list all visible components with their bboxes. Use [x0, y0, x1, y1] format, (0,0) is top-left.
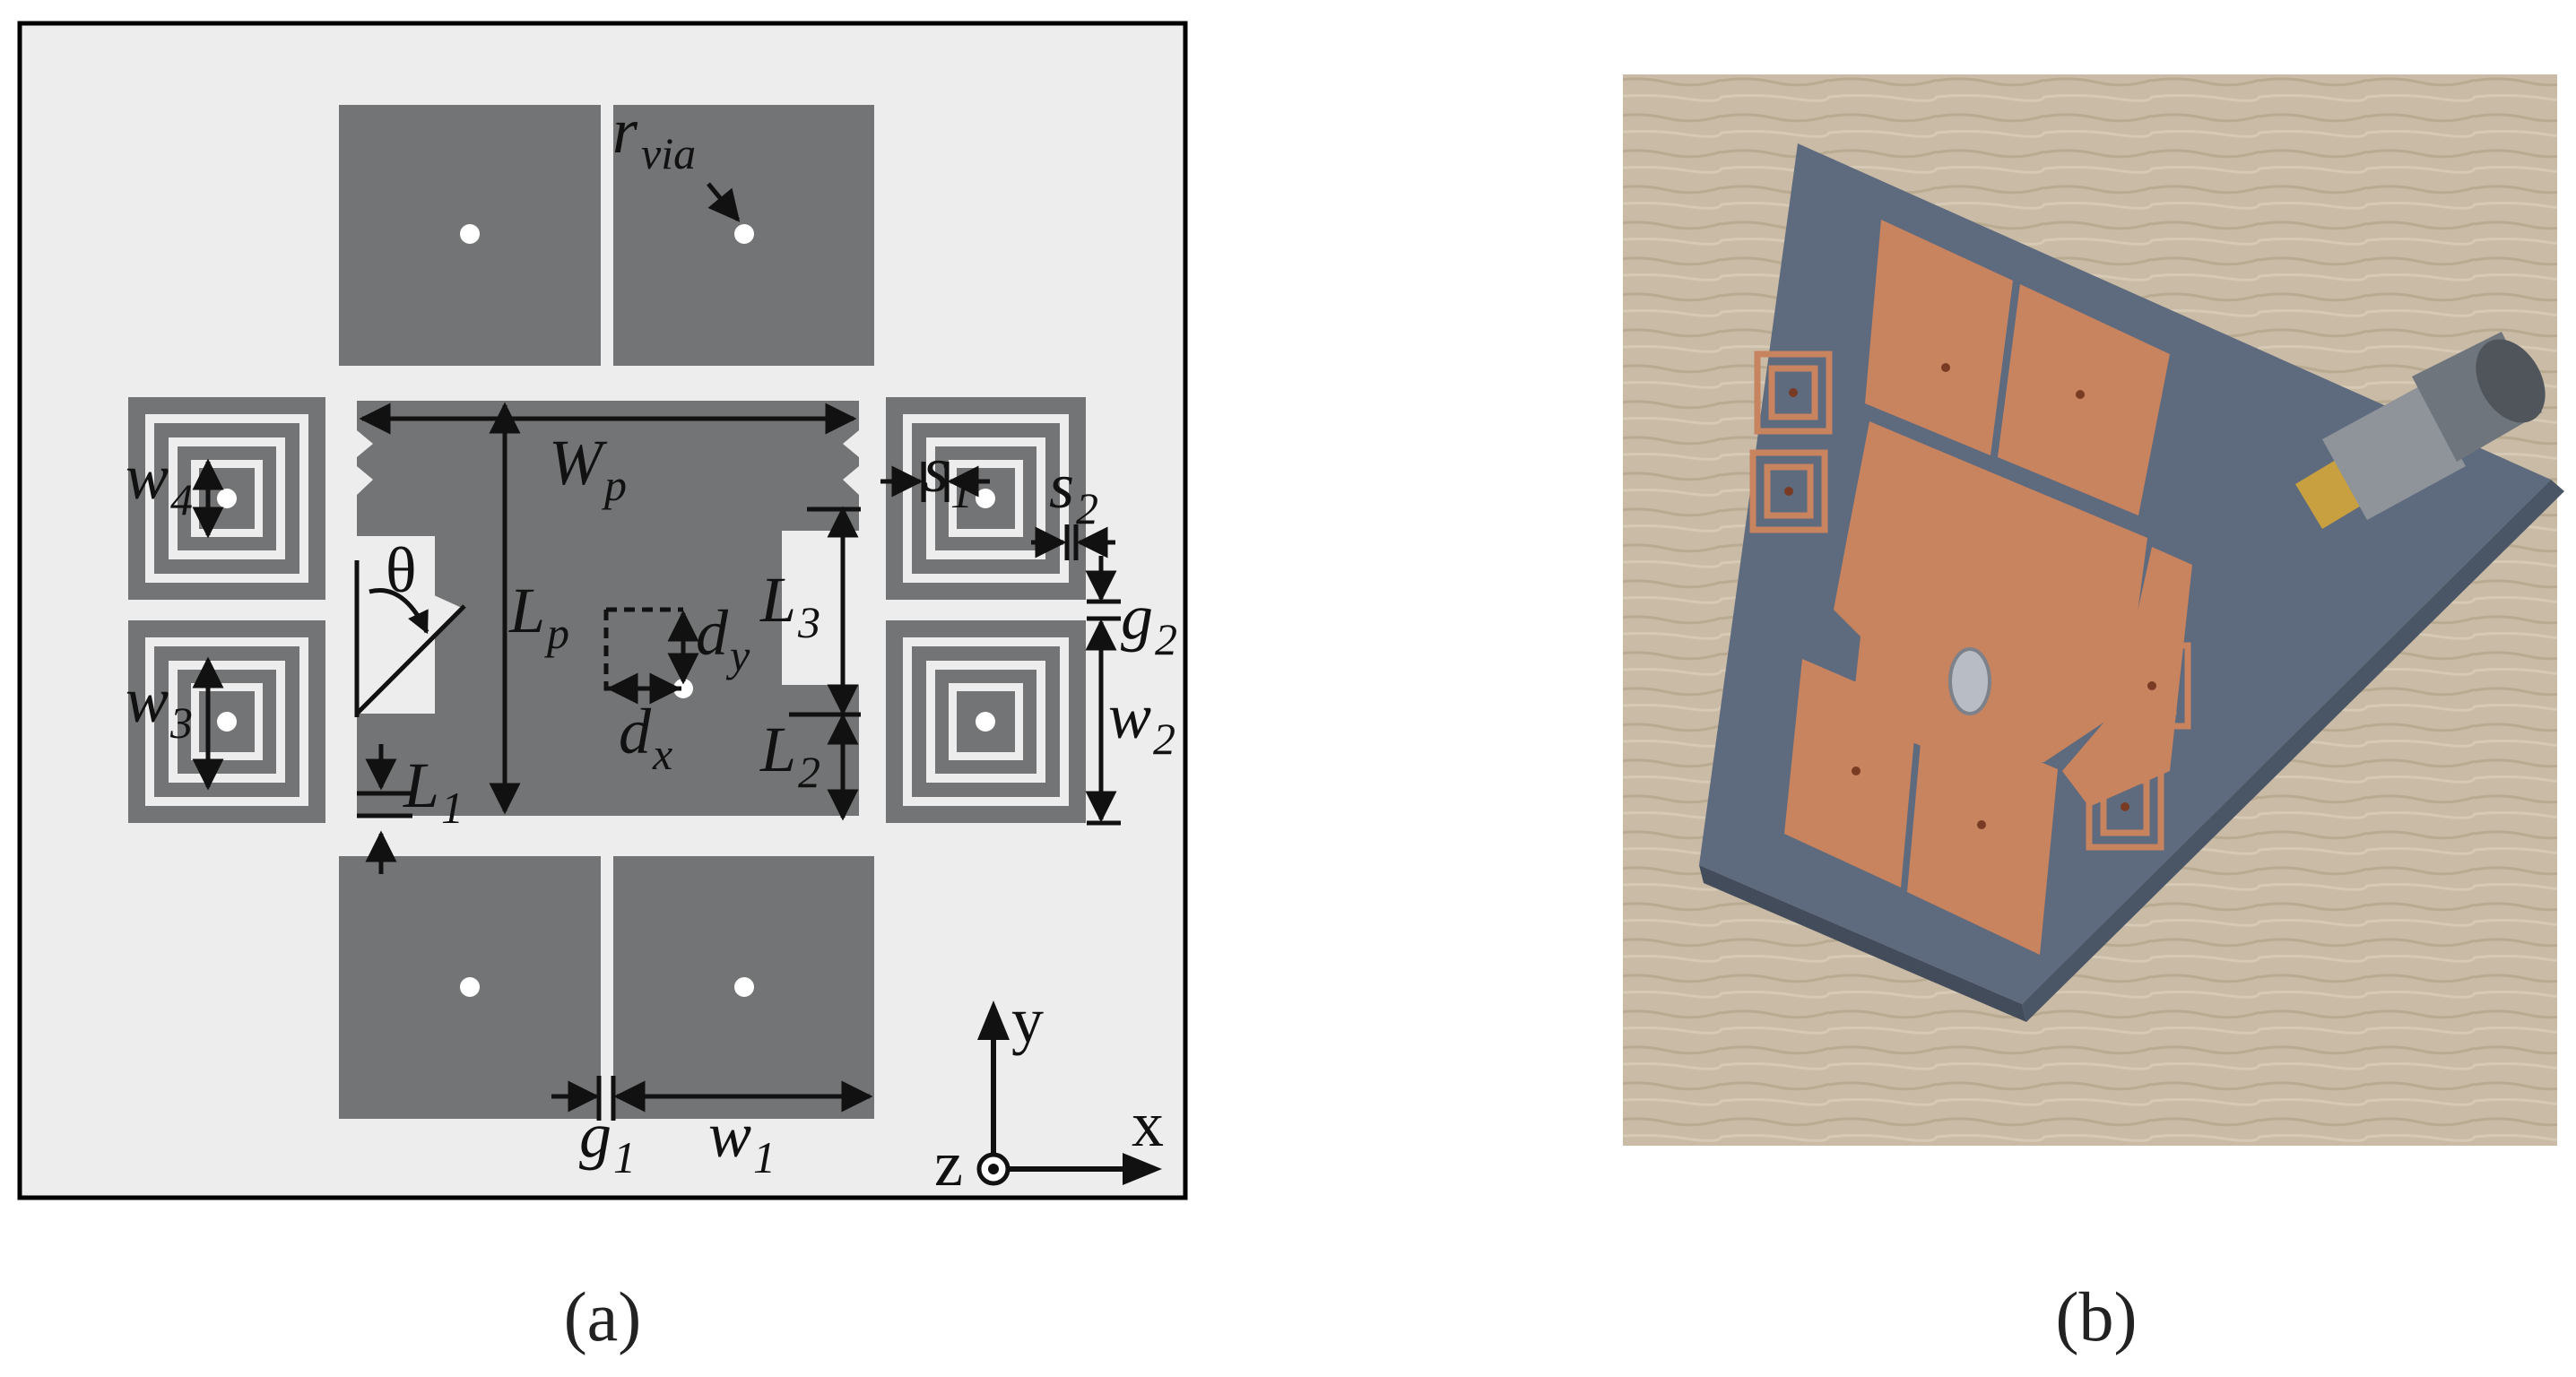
label-dx: dx — [619, 696, 672, 779]
photo-center-pin — [1948, 647, 1991, 715]
photo-via-dots — [1784, 363, 2156, 829]
label-w2: w2 — [1108, 680, 1175, 764]
via-top-right — [734, 224, 754, 244]
ring-cell-left-top — [128, 397, 325, 600]
label-s1: s1 — [924, 434, 973, 517]
ring-cell-left-bottom — [128, 620, 325, 823]
label-dy: dy — [696, 597, 750, 680]
label-l1: L1 — [403, 749, 464, 833]
photo-central-patch — [1834, 421, 2147, 771]
via-bottom-left — [460, 977, 480, 997]
wedge-cut — [357, 560, 462, 714]
label-lp: Lp — [508, 575, 569, 658]
label-r-via: rvia — [612, 95, 696, 178]
label-wp: Wp — [549, 427, 627, 510]
label-w1: w1 — [708, 1099, 776, 1182]
dimension-lines — [192, 182, 1121, 1121]
label-g2: g2 — [1121, 581, 1177, 664]
caption-b: (b) — [2056, 1277, 2138, 1355]
label-theta: θ — [386, 534, 417, 606]
photo-sma-connector — [2295, 332, 2546, 529]
photo-ring-cells-right — [2086, 642, 2191, 851]
via-top-left — [460, 224, 480, 244]
axis-x-label: x — [1132, 1088, 1164, 1160]
ring-cell-right-bottom — [886, 620, 1086, 823]
photo-patch-top-2 — [1998, 284, 2170, 515]
panel-a-schematic: y x z rvia Wp Lp L3 L2 L1 dy dx θ w4 w3 … — [17, 21, 1188, 1355]
board-right-edge — [2022, 480, 2564, 1022]
via-bottom-right — [734, 977, 754, 997]
board-edge — [1699, 865, 2026, 1022]
axis-indicator — [976, 1000, 1162, 1186]
photo-ring-cells-left — [1749, 351, 1833, 533]
panel-b-photo: (b) — [1623, 74, 2564, 1355]
label-w4: w4 — [126, 441, 193, 524]
label-s2: s2 — [1049, 450, 1098, 533]
axis-z-label: z — [934, 1128, 963, 1199]
label-w3: w3 — [126, 664, 193, 748]
photo-patch-top-1 — [1865, 220, 2013, 455]
caption-a: (a) — [564, 1277, 642, 1355]
photo-patch-bottom-1 — [1784, 659, 1917, 888]
label-l3: L3 — [759, 564, 820, 647]
photo-patch-bottom-2 — [1907, 713, 2058, 955]
label-g1: g1 — [579, 1099, 636, 1182]
axis-y-label: y — [1011, 984, 1044, 1056]
label-l2: L2 — [759, 714, 820, 797]
